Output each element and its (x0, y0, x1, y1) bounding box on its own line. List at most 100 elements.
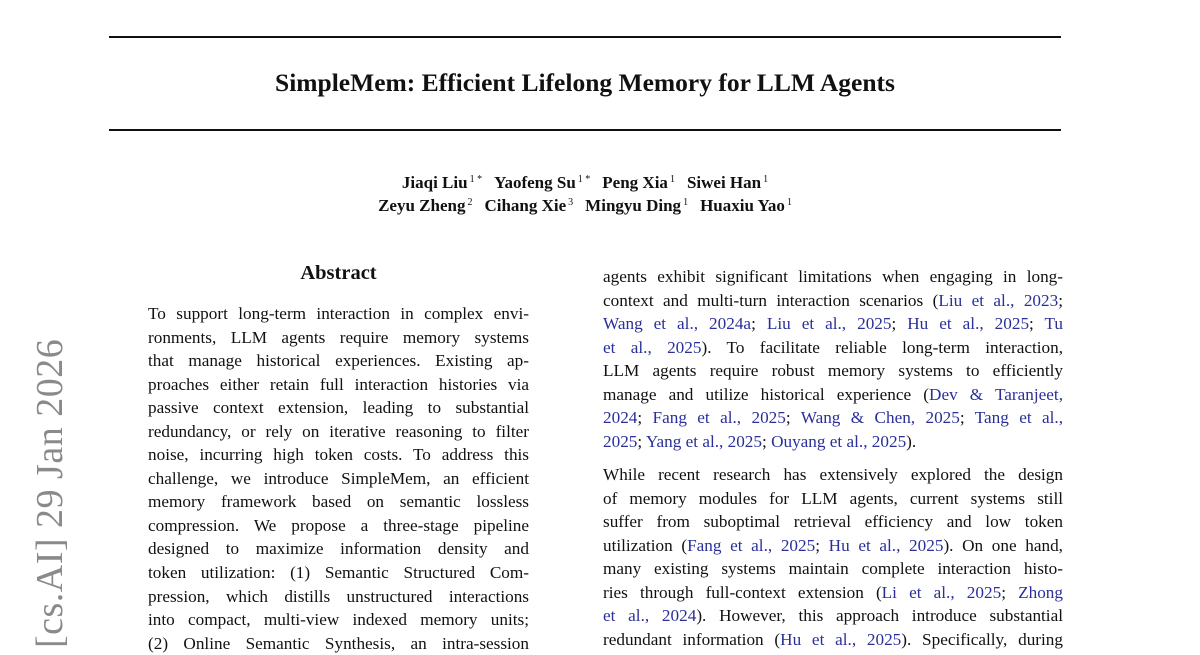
text-line: noise, incurring high token costs. To ad… (148, 443, 529, 467)
text-span: ). (906, 431, 917, 451)
intro-paragraph-2: While recent research has extensively ex… (603, 463, 1063, 651)
citation-link[interactable]: Dev & Taranjeet, (929, 384, 1063, 404)
text-span: LLM agents require robust memory systems… (603, 361, 1063, 381)
text-line: into compact, multi-view indexed memory … (148, 608, 529, 632)
text-span: ; (1029, 314, 1045, 334)
text-span: pression, which distills unstructured in… (148, 586, 529, 606)
citation-link[interactable]: Tu (1044, 314, 1064, 334)
citation-link[interactable]: Yang et al., 2025 (645, 431, 762, 451)
text-line: ries through full-context extension (Li … (603, 581, 1063, 605)
author-name: Jiaqi Liu (401, 173, 468, 192)
author-name: Peng Xia (602, 173, 668, 192)
text-line: agents exhibit significant limitations w… (603, 265, 1063, 289)
citation-link[interactable]: Liu et al., 2023 (938, 290, 1059, 310)
text-span: manage and utilize historical experience… (603, 384, 930, 404)
citation-link[interactable]: 2024 (603, 408, 638, 428)
text-span: ). Specifically, during (901, 629, 1063, 649)
text-span: ). On one hand, (943, 535, 1063, 555)
text-line: 2025; Yang et al., 2025; Ouyang et al., … (603, 430, 1063, 454)
text-span: challenge, we introduce SimpleMem, an ef… (148, 468, 529, 488)
text-span: ; (815, 535, 829, 555)
text-line: Wang et al., 2024a; Liu et al., 2025; Hu… (603, 312, 1063, 336)
text-span: utilization ( (603, 535, 688, 555)
text-line: challenge, we introduce SimpleMem, an ef… (148, 467, 529, 491)
text-span: ; (785, 408, 801, 428)
citation-link[interactable]: Ouyang et al., 2025 (771, 431, 907, 451)
text-line: redundancy, or rely on iterative reasoni… (148, 420, 529, 444)
text-line: utilization (Fang et al., 2025; Hu et al… (603, 534, 1063, 558)
citation-link[interactable]: Tang et al., (974, 408, 1064, 428)
text-line: context and multi-turn interaction scena… (603, 289, 1063, 313)
text-line: designed to maximize information density… (148, 537, 529, 561)
author-affiliation: 1 * (469, 174, 483, 185)
text-span: While recent research has extensively ex… (603, 465, 1063, 484)
citation-link[interactable]: Hu et al., 2025 (907, 314, 1030, 334)
text-span: ; (1058, 290, 1063, 310)
citation-link[interactable]: Hu et al., 2025 (828, 535, 944, 555)
author-name: Yaofeng Su (494, 173, 576, 192)
text-span: ; (1001, 582, 1019, 602)
text-span: proaches either retain full interaction … (148, 374, 529, 394)
text-line: (2) Online Semantic Synthesis, an intra-… (148, 632, 529, 655)
citation-link[interactable]: Zhong (1018, 582, 1063, 602)
text-line: token utilization: (1) Semantic Structur… (148, 561, 529, 585)
text-line: While recent research has extensively ex… (603, 463, 1063, 487)
citation-link[interactable]: et al., 2024 (603, 606, 697, 626)
text-span: of memory modules for LLM agents, curren… (603, 488, 1063, 508)
text-span: compression. We propose a three-stage pi… (148, 515, 529, 535)
text-line: passive context extension, leading to su… (148, 396, 529, 420)
text-line: LLM agents require robust memory systems… (603, 359, 1063, 383)
text-line: manage and utilize historical experience… (603, 383, 1063, 407)
text-line: of memory modules for LLM agents, curren… (603, 487, 1063, 511)
text-span: ; (762, 431, 772, 451)
text-span: ; (751, 314, 767, 334)
author-name: Cihang Xie (484, 196, 567, 215)
citation-link[interactable]: Wang & Chen, 2025 (800, 408, 960, 428)
text-span: token utilization: (1) Semantic Structur… (148, 563, 529, 583)
author-name: Huaxiu Yao (700, 196, 785, 215)
title-top-rule (109, 36, 1061, 38)
citation-link[interactable]: Fang et al., 2025 (652, 408, 786, 428)
text-span: ronments, LLM agents require memory syst… (148, 327, 529, 347)
citation-link[interactable]: 2025 (603, 431, 638, 451)
text-span: redundancy, or rely on iterative reasoni… (148, 421, 529, 441)
author-affiliation: 2 (467, 197, 473, 208)
arxiv-stamp: [cs.AI] 29 Jan 2026 (29, 338, 71, 648)
text-span: redundant information ( (603, 629, 781, 649)
text-line: pression, which distills unstructured in… (148, 585, 529, 609)
text-span: noise, incurring high token costs. To ad… (148, 445, 529, 465)
text-span: many existing systems maintain complete … (603, 559, 1063, 579)
citation-link[interactable]: Liu et al., 2025 (766, 314, 892, 334)
text-line: To support long-term interaction in comp… (148, 302, 529, 326)
text-span: that manage historical experiences. Exis… (148, 351, 529, 371)
citation-link[interactable]: Wang et al., 2024a (603, 314, 752, 334)
text-line: many existing systems maintain complete … (603, 557, 1063, 581)
text-line: 2024; Fang et al., 2025; Wang & Chen, 20… (603, 406, 1063, 430)
abstract-text: To support long-term interaction in comp… (148, 302, 529, 655)
text-span: (2) Online Semantic Synthesis, an intra-… (148, 633, 529, 653)
author-affiliation: 1 (786, 197, 792, 208)
citation-link[interactable]: et al., 2025 (603, 337, 702, 357)
title-bottom-rule (109, 129, 1061, 131)
citation-link[interactable]: Li et al., 2025 (881, 582, 1002, 602)
author-name: Mingyu Ding (585, 196, 682, 215)
intro-paragraph-1: agents exhibit significant limitations w… (603, 265, 1063, 453)
author-name: Zeyu Zheng (378, 196, 466, 215)
text-span: suffer from suboptimal retrieval efficie… (603, 512, 1063, 532)
author-affiliation: 3 (568, 197, 574, 208)
text-span: ; (637, 431, 646, 451)
text-span: ). To facilitate reliable long-term inte… (701, 337, 1063, 357)
text-span: ries through full-context extension ( (603, 582, 882, 602)
text-span: ; (891, 314, 908, 334)
citation-link[interactable]: Fang et al., 2025 (687, 535, 816, 555)
text-span: memory framework based on semantic lossl… (148, 492, 529, 512)
text-span: agents exhibit significant limitations w… (603, 267, 1063, 286)
citation-link[interactable]: Hu et al., 2025 (780, 629, 902, 649)
text-line: suffer from suboptimal retrieval efficie… (603, 510, 1063, 534)
